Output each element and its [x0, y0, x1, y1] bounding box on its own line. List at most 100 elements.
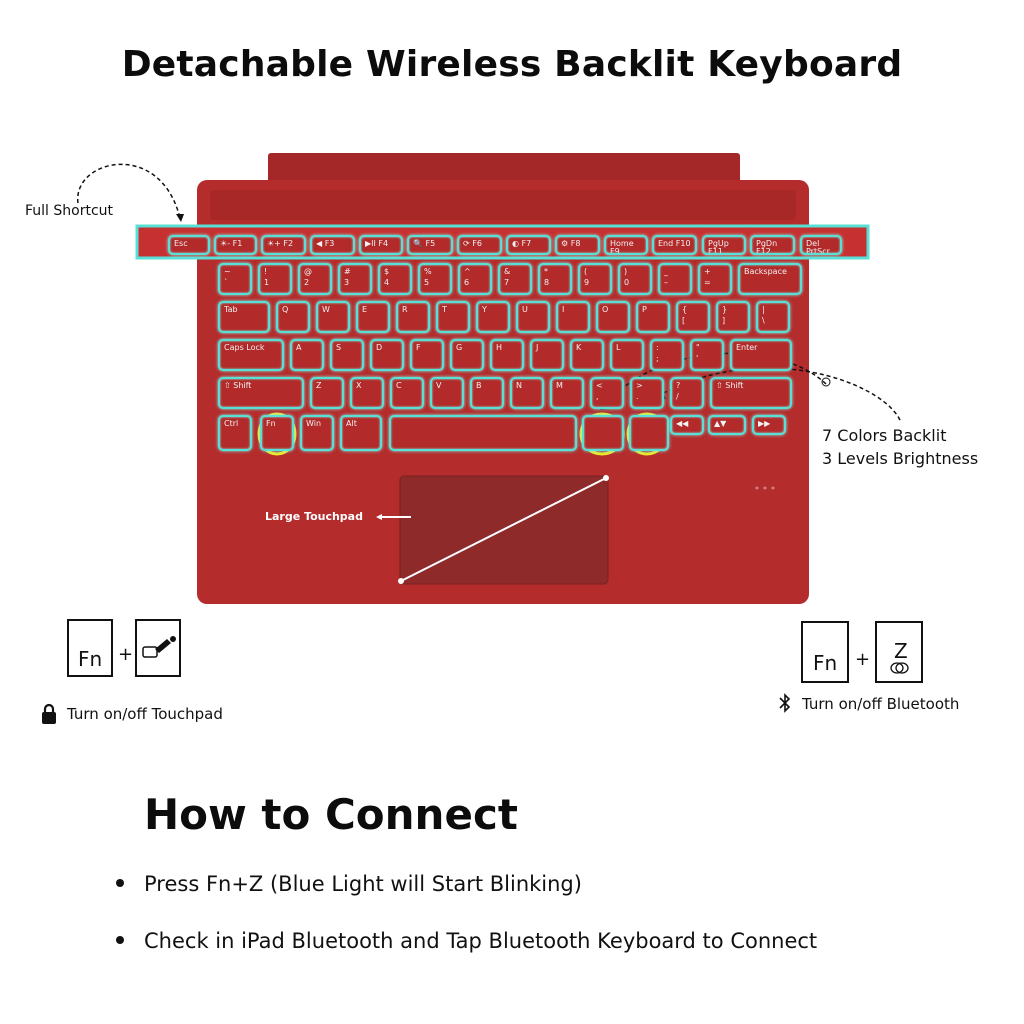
key-sublabel: ,	[596, 392, 599, 401]
connect-heading: How to Connect	[144, 790, 518, 839]
key-label: N	[516, 381, 522, 390]
key-a-row-0: Caps Lock	[218, 339, 284, 371]
key-fn-row-3: ◀ F3	[310, 235, 355, 255]
key-label: X	[356, 381, 362, 390]
key-label: Tab	[224, 305, 238, 314]
bullet-icon	[116, 936, 124, 944]
key-sublabel: .	[636, 392, 639, 401]
key-num-4: $4	[378, 263, 412, 295]
key-label: Fn	[266, 419, 276, 428]
key-label: J	[536, 343, 539, 352]
key-z-row-3: C	[390, 377, 424, 409]
key-a-row-10: :;	[650, 339, 684, 371]
key-bottom-2: Win	[300, 415, 334, 451]
key-label: |	[762, 305, 765, 314]
key-label: Y	[482, 305, 487, 314]
key-sublabel: 7	[504, 278, 510, 287]
touchpad-caption: Turn on/off Touchpad	[67, 705, 223, 723]
key-q-row-13: |\	[756, 301, 790, 333]
key-label: Home F9	[610, 239, 634, 255]
key-num-11: _–	[658, 263, 692, 295]
key-label: #	[344, 267, 351, 276]
key-label: &	[504, 267, 511, 276]
key-label: S	[336, 343, 342, 352]
backlit-label-2: 3 Levels Brightness	[822, 449, 979, 468]
key-z-row-6: N	[510, 377, 544, 409]
key-label: 🔍 F5	[413, 239, 436, 248]
key-label: ◀ F3	[316, 239, 335, 248]
touchpad-key-box	[135, 619, 181, 677]
key-sublabel: 9	[584, 278, 590, 287]
key-label: >	[636, 381, 643, 390]
key-label: ▶▶	[758, 419, 771, 428]
key-label: F	[416, 343, 421, 352]
key-q-row-1: Q	[276, 301, 310, 333]
key-sublabel: \	[762, 316, 765, 325]
key-z-row-7: M	[550, 377, 584, 409]
key-label: _	[664, 267, 668, 276]
key-sublabel: 0	[624, 278, 630, 287]
key-label: !	[264, 267, 268, 276]
key-num-0: ~`	[218, 263, 252, 295]
key-label: "	[696, 343, 700, 352]
key-bottom-4	[389, 415, 577, 451]
key-label: G	[456, 343, 463, 352]
key-num-8: *8	[538, 263, 572, 295]
keyboard-hinge	[268, 153, 740, 183]
key-fn-row-2: ☀+ F2	[261, 235, 306, 255]
plus-sign: +	[118, 644, 134, 665]
key-label: Esc	[174, 239, 188, 248]
key-label: ◀◀	[676, 419, 689, 428]
full-shortcut-label: Full Shortcut	[25, 203, 114, 219]
key-label: {	[682, 305, 688, 314]
key-label: ~	[224, 267, 231, 276]
key-q-row-0: Tab	[218, 301, 270, 333]
key-bottom-6	[629, 415, 669, 451]
key-label: ⟳ F6	[463, 239, 482, 248]
key-label: @	[304, 267, 312, 276]
key-sublabel: '	[696, 354, 699, 363]
key-a-row-11: "'	[690, 339, 724, 371]
key-bottom-3: Alt	[340, 415, 382, 451]
key-q-row-6: Y	[476, 301, 510, 333]
key-label: <	[596, 381, 603, 390]
key-q-row-4: R	[396, 301, 430, 333]
key-label: *	[544, 267, 548, 276]
key-label: ◐ F7	[512, 239, 532, 248]
key-a-row-8: K	[570, 339, 604, 371]
key-label: Del PrtScr	[806, 239, 830, 255]
key-sublabel: 5	[424, 278, 430, 287]
key-label: A	[296, 343, 302, 352]
key-a-row-4: F	[410, 339, 444, 371]
key-label: ?	[676, 381, 681, 390]
key-fn-row-7: ◐ F7	[506, 235, 551, 255]
key-label: Caps Lock	[224, 343, 265, 352]
key-label: T	[442, 305, 447, 314]
key-sublabel: /	[676, 392, 679, 401]
key-layout: Esc ☀- F1☀+ F2◀ F3▶II F4🔍 F5⟳ F6◐ F7⚙ F8…	[168, 235, 842, 451]
key-label: ^	[464, 267, 471, 276]
connect-step-1: Press Fn+Z (Blue Light will Start Blinki…	[116, 872, 582, 896]
key-num-12: +=	[698, 263, 732, 295]
fn-key-box: Fn	[67, 619, 113, 677]
key-num-7: &7	[498, 263, 532, 295]
key-bottom-1: Fn	[260, 415, 294, 451]
key-q-row-3: E	[356, 301, 390, 333]
key-sublabel: –	[664, 278, 668, 287]
key-sublabel: ]	[722, 316, 726, 325]
key-label: Q	[282, 305, 289, 314]
fn-highlight-ring	[257, 412, 297, 456]
key-sublabel: [	[682, 316, 686, 325]
key-num-9: (9	[578, 263, 612, 295]
key-sublabel: 2	[304, 278, 310, 287]
key-a-row-2: S	[330, 339, 364, 371]
key-z-row-8: <,	[590, 377, 624, 409]
key-q-row-11: {[	[676, 301, 710, 333]
key-label: Z	[316, 381, 322, 390]
bluetooth-pair-icon	[890, 662, 909, 674]
key-z-row-10: ?/	[670, 377, 704, 409]
key-num-1: !1	[258, 263, 292, 295]
key-label: H	[496, 343, 503, 352]
key-label: ▶II F4	[365, 239, 389, 248]
key-label: ⇧ Shift	[716, 381, 744, 390]
